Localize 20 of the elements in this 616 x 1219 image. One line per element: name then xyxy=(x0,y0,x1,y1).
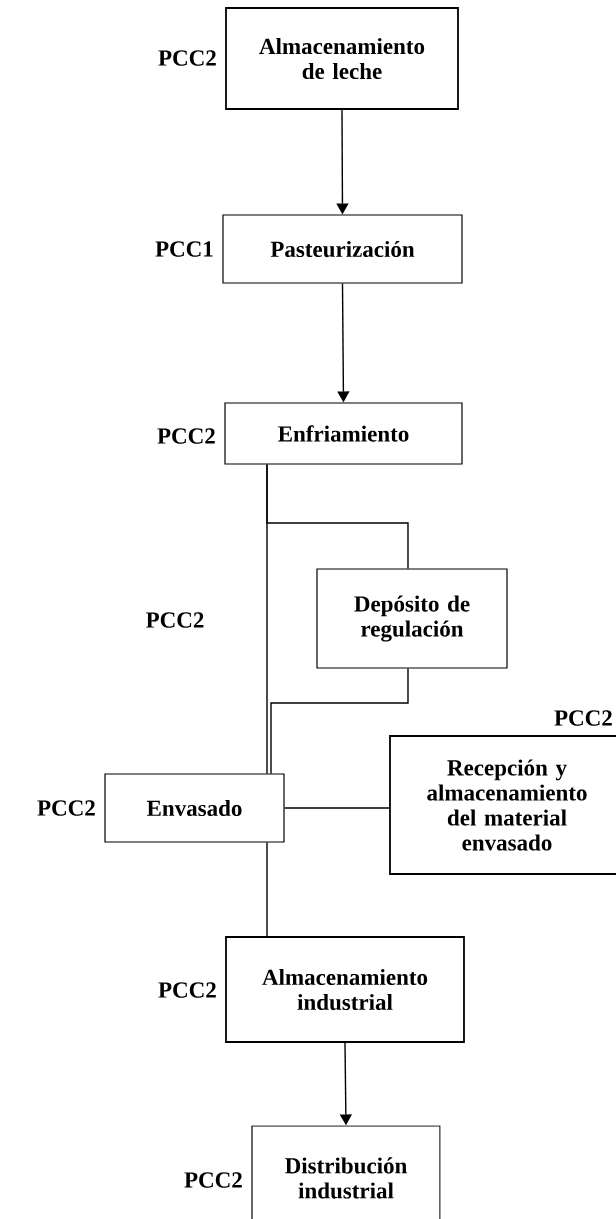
process-box: Depósito de regulación xyxy=(316,568,508,669)
ccp-label: PCC1 xyxy=(155,241,213,257)
ccp-label: PCC2 xyxy=(37,800,95,816)
connector xyxy=(266,841,268,937)
ccp-label: PCC2 xyxy=(158,50,216,66)
process-box: Pasteurización xyxy=(222,214,463,284)
ccp-label: PCC2 xyxy=(184,1172,242,1188)
process-box: Recepción y almacenamiento del material envasado xyxy=(389,735,616,875)
process-box: Distribución industrial xyxy=(251,1125,441,1219)
process-box: Envasado xyxy=(104,773,285,843)
ccp-label: PCC2 xyxy=(157,428,215,444)
ccp-label: PCC2 xyxy=(146,612,204,628)
process-box: Enfriamiento xyxy=(224,402,463,465)
process-box: Almacenamiento industrial xyxy=(225,936,465,1043)
connector xyxy=(270,667,409,775)
connector xyxy=(266,463,268,775)
ccp-label: PCC2 xyxy=(158,982,216,998)
ccp-label: PCC2 xyxy=(554,710,612,726)
connector xyxy=(283,807,390,809)
process-box: Almacenamiento de leche xyxy=(225,7,459,110)
